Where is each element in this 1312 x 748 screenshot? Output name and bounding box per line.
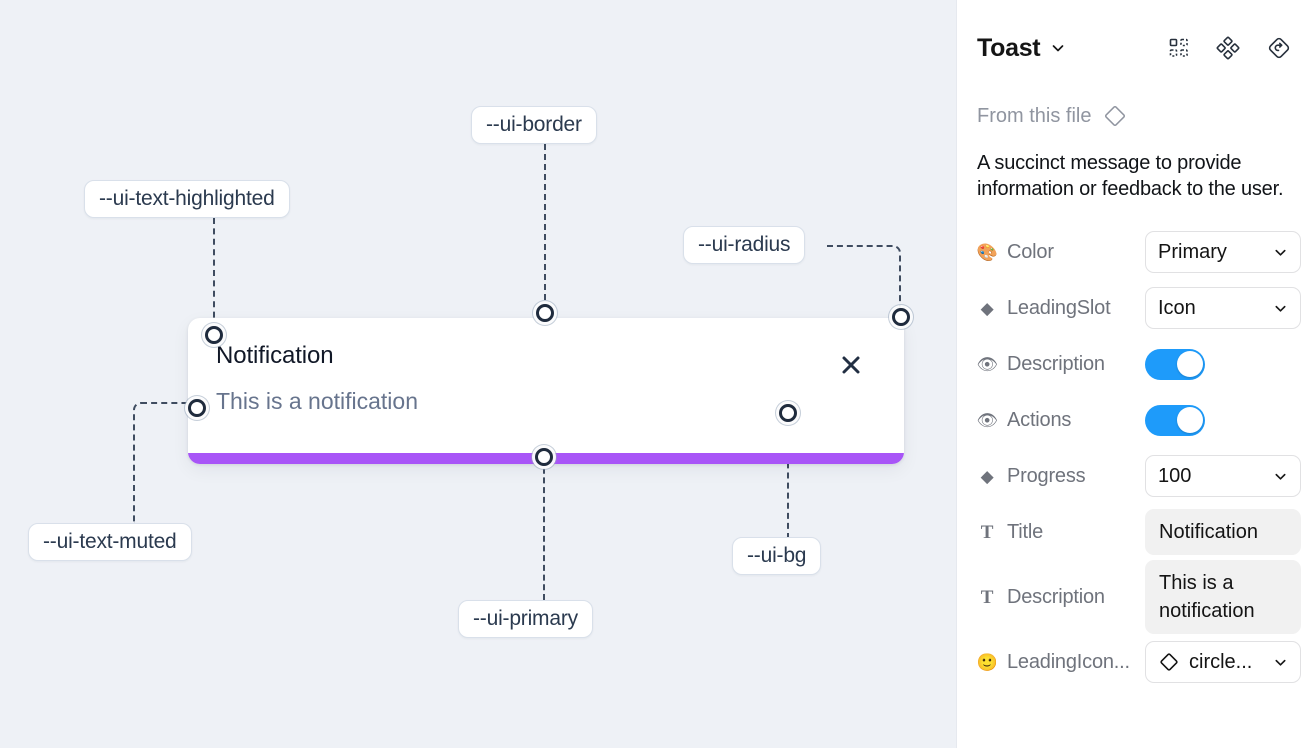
toast-component[interactable]: Notification This is a notification xyxy=(188,318,904,464)
property-name: Description xyxy=(1007,352,1105,375)
property-control-leadingicon: circle... xyxy=(1145,641,1301,683)
color-select-value: Primary xyxy=(1158,240,1227,263)
connector-muted xyxy=(133,402,191,525)
property-name: Actions xyxy=(1007,408,1072,431)
chevron-down-icon xyxy=(1273,469,1288,484)
color-select[interactable]: Primary xyxy=(1145,231,1301,273)
property-row-color: 🎨 Color Primary xyxy=(977,224,1301,280)
from-this-file-row[interactable]: From this file xyxy=(977,104,1292,128)
property-name: Color xyxy=(1007,240,1054,263)
annotation-ui-bg[interactable]: --ui-bg xyxy=(732,537,822,575)
connector-bg xyxy=(787,412,789,539)
property-control-description-text: This is a notification xyxy=(1145,560,1301,634)
annotation-ui-text-highlighted[interactable]: --ui-text-highlighted xyxy=(84,180,290,218)
description-toggle[interactable] xyxy=(1145,348,1205,380)
diamond-outline-icon xyxy=(1158,651,1180,673)
diamond-icon xyxy=(1103,104,1127,128)
property-row-leadingslot: ◆ LeadingSlot Icon xyxy=(977,280,1301,336)
property-label-progress: ◆ Progress xyxy=(977,465,1145,488)
anchor-dot-text-muted[interactable] xyxy=(188,399,206,417)
property-name: Title xyxy=(1007,520,1044,543)
panel-header-icons xyxy=(1168,35,1292,61)
leadingicon-select-value: circle... xyxy=(1189,650,1253,673)
property-row-progress: ◆ Progress 100 xyxy=(977,448,1301,504)
eye-emoji-icon: 👁 xyxy=(976,410,998,430)
toast-body: Notification This is a notification xyxy=(188,318,904,452)
property-row-description-toggle: 👁 Description xyxy=(976,336,1292,392)
anchor-dot-primary[interactable] xyxy=(535,448,553,466)
anchor-dot-radius[interactable] xyxy=(892,308,910,326)
close-x-icon[interactable] xyxy=(838,352,864,378)
properties-panel: Toast xyxy=(956,0,1312,748)
toast-description: This is a notification xyxy=(216,387,418,414)
property-label-actions-toggle: 👁 Actions xyxy=(976,408,1145,432)
anchor-dot-text-highlighted[interactable] xyxy=(205,326,223,344)
connector-highlight xyxy=(213,218,215,328)
property-label-description-text: T Description xyxy=(977,586,1145,609)
toggle-knob xyxy=(1176,351,1203,377)
text-t-icon: T xyxy=(980,521,994,543)
progress-select-value: 100 xyxy=(1158,464,1192,487)
chevron-down-icon xyxy=(1273,301,1288,316)
annotation-ui-primary[interactable]: --ui-primary xyxy=(458,600,593,638)
property-control-color: Primary xyxy=(1145,231,1301,273)
property-row-leadingicon: 🙂 LeadingIcon... circle... xyxy=(977,634,1301,690)
reset-diamond-icon[interactable] xyxy=(1266,35,1292,61)
chevron-down-icon xyxy=(1273,245,1288,260)
property-name: Progress xyxy=(1007,464,1086,487)
annotation-ui-border[interactable]: --ui-border xyxy=(471,106,597,144)
anchor-dot-bg[interactable] xyxy=(779,404,797,422)
property-row-actions-toggle: 👁 Actions xyxy=(976,392,1292,448)
property-label-title: T Title xyxy=(977,521,1145,544)
property-row-title: T Title Notification xyxy=(977,504,1301,560)
connector-primary xyxy=(543,458,545,600)
smiley-emoji-icon: 🙂 xyxy=(976,652,998,672)
property-name: LeadingSlot xyxy=(1007,296,1111,319)
description-input[interactable]: This is a notification xyxy=(1145,560,1301,634)
annotation-ui-radius[interactable]: --ui-radius xyxy=(683,226,806,264)
property-label-leadingslot: ◆ LeadingSlot xyxy=(977,297,1145,320)
chevron-down-icon[interactable] xyxy=(1050,40,1066,56)
design-canvas[interactable]: Notification This is a notification --ui… xyxy=(0,0,956,748)
from-this-file-label: From this file xyxy=(977,104,1092,127)
diamond-filled-icon: ◆ xyxy=(980,298,994,318)
property-control-title: Notification xyxy=(1145,509,1301,555)
eye-emoji-icon: 👁 xyxy=(976,354,998,374)
property-control-description-toggle xyxy=(1145,348,1292,380)
anchor-dot-border[interactable] xyxy=(536,304,554,322)
component-description: A succinct message to provide informatio… xyxy=(977,152,1284,200)
property-name: LeadingIcon... xyxy=(1007,650,1130,673)
leadingslot-select-value: Icon xyxy=(1158,296,1196,319)
annotation-ui-text-muted[interactable]: --ui-text-muted xyxy=(28,523,192,561)
four-diamonds-icon[interactable] xyxy=(1216,36,1240,60)
property-label-leadingicon: 🙂 LeadingIcon... xyxy=(977,651,1145,674)
component-grid-icon[interactable] xyxy=(1168,37,1190,59)
property-list: 🎨 Color Primary ◆ LeadingSlot xyxy=(976,224,1301,690)
property-row-description-text: T Description This is a notification xyxy=(977,560,1301,634)
property-control-leadingslot: Icon xyxy=(1145,287,1301,329)
palette-emoji-icon: 🎨 xyxy=(976,242,998,262)
actions-toggle[interactable] xyxy=(1145,404,1205,436)
property-label-description-toggle: 👁 Description xyxy=(976,352,1145,376)
panel-header: Toast xyxy=(977,0,1292,72)
connector-border xyxy=(544,144,546,310)
property-control-actions-toggle xyxy=(1145,404,1292,436)
chevron-down-icon xyxy=(1273,655,1288,670)
diamond-filled-icon: ◆ xyxy=(980,466,994,486)
property-control-progress: 100 xyxy=(1145,455,1301,497)
toast-title: Notification xyxy=(216,342,334,369)
property-label-color: 🎨 Color xyxy=(977,241,1145,264)
leadingicon-select[interactable]: circle... xyxy=(1145,641,1301,683)
title-input[interactable]: Notification xyxy=(1145,509,1301,555)
toggle-knob xyxy=(1176,407,1203,433)
connector-radius xyxy=(827,245,901,309)
panel-title: Toast xyxy=(977,33,1041,62)
property-name: Description xyxy=(1007,585,1105,608)
leadingslot-select[interactable]: Icon xyxy=(1145,287,1301,329)
progress-select[interactable]: 100 xyxy=(1145,455,1301,497)
text-t-icon: T xyxy=(980,586,994,608)
